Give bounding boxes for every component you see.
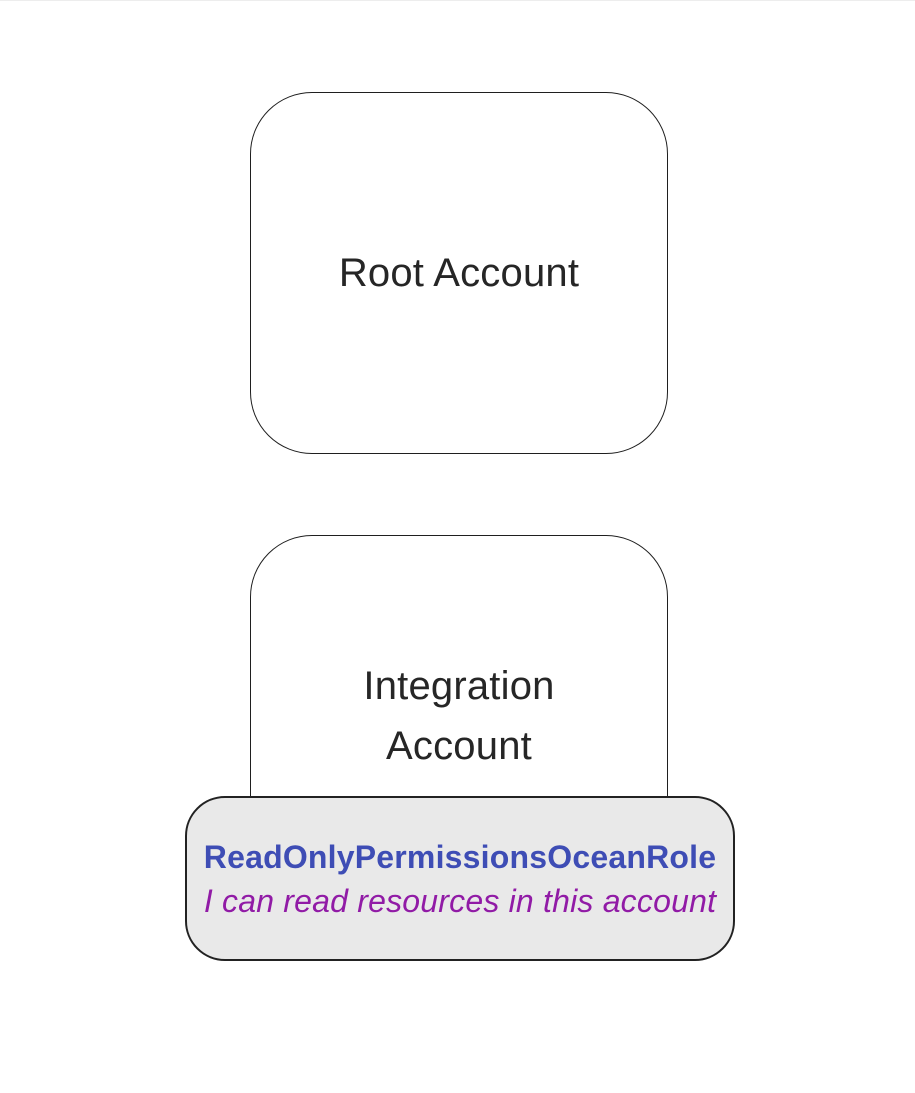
- role-name-label: ReadOnlyPermissionsOceanRole: [203, 838, 717, 875]
- root-account-node: Root Account: [250, 92, 668, 454]
- integration-account-label: Integration Account: [363, 664, 555, 768]
- role-description-label: I can read resources in this account: [203, 882, 717, 919]
- root-account-label: Root Account: [338, 251, 580, 295]
- readonly-role-badge: ReadOnlyPermissionsOceanRole I can read …: [185, 796, 735, 961]
